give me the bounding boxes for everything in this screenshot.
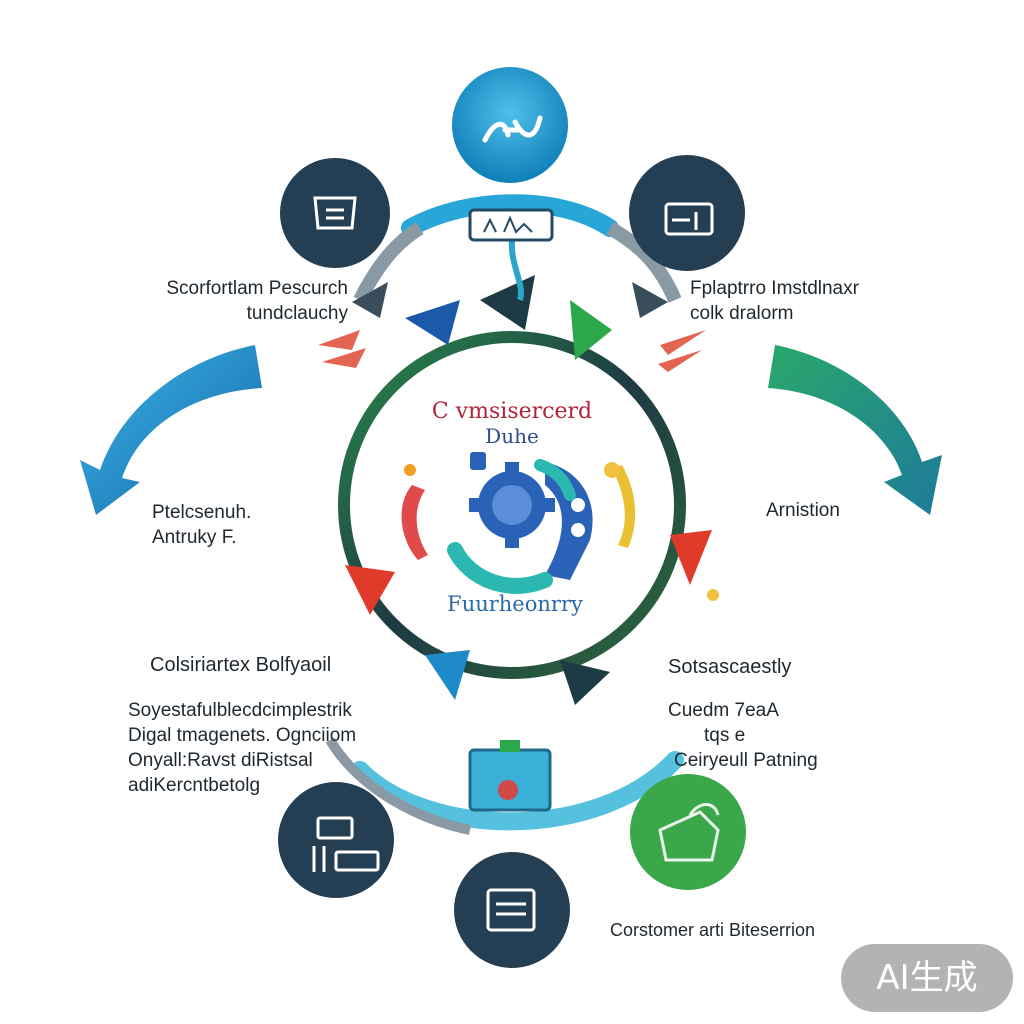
left-arrowhead: [352, 282, 388, 318]
outer-arc-bottom: [351, 751, 684, 831]
top-stem: [508, 239, 524, 301]
top-hub-box: [468, 208, 554, 242]
circle-bottom: [454, 852, 570, 968]
left-red-brush: [318, 330, 366, 368]
right-arrowhead: [632, 282, 668, 318]
document-icon: [313, 196, 357, 230]
ring-arrow-top: [480, 275, 535, 330]
circle-lower-right: [630, 774, 746, 890]
hand-box-icon: [658, 803, 720, 862]
ring-arrow-bottom-left: [425, 650, 470, 700]
outer-arc-top: [401, 194, 619, 237]
circle-lower-left: [278, 782, 394, 898]
ring-arrow-right: [670, 530, 712, 585]
label-bottom-left-heading: Colsiriartex Bolfyaoil: [150, 654, 332, 676]
ring-arrow-left: [345, 565, 395, 615]
circle-upper-left: [280, 158, 390, 268]
chart-dashboard-icon: [312, 816, 380, 872]
label-bottom-center: Corstomer arti Biteserrion: [610, 920, 816, 940]
right-red-brush: [658, 330, 706, 372]
bottom-hub-box: [468, 740, 552, 812]
label-bottom-right-body: Cuedm 7eaA tqs e Ceiryeull Patning: [668, 700, 818, 771]
outer-arc-upper-right: [606, 221, 682, 303]
label-mid-right: Arnistion: [766, 500, 840, 521]
outer-arc-bottom-grey: [325, 737, 471, 835]
center-subtitle: Fuurheonrry: [447, 592, 583, 616]
ring-arrow-bottom-right: [560, 660, 610, 705]
outer-arc-upper-left: [353, 221, 424, 304]
circle-upper-right: [629, 155, 745, 271]
folder-icon: [664, 202, 714, 236]
left-blue-arrow: [80, 345, 262, 515]
label-mid-left: Ptelcsenuh.Antruky F.: [152, 502, 252, 548]
right-green-arrow: [768, 345, 942, 515]
circle-top: [452, 67, 568, 183]
center-title: C vmsisercerd Duhe: [431, 399, 593, 449]
ring-arrow-top-left: [405, 300, 460, 345]
central-ring: [338, 331, 686, 679]
wave-logo-icon: [482, 115, 543, 143]
ai-generated-badge: AI生成: [841, 944, 1013, 1012]
screen-document-icon: [486, 888, 536, 932]
ring-arrow-top-right: [570, 300, 612, 360]
label-bottom-right-heading: Sotsascaestly: [668, 656, 792, 678]
gear-cluster-icon: [401, 452, 719, 601]
